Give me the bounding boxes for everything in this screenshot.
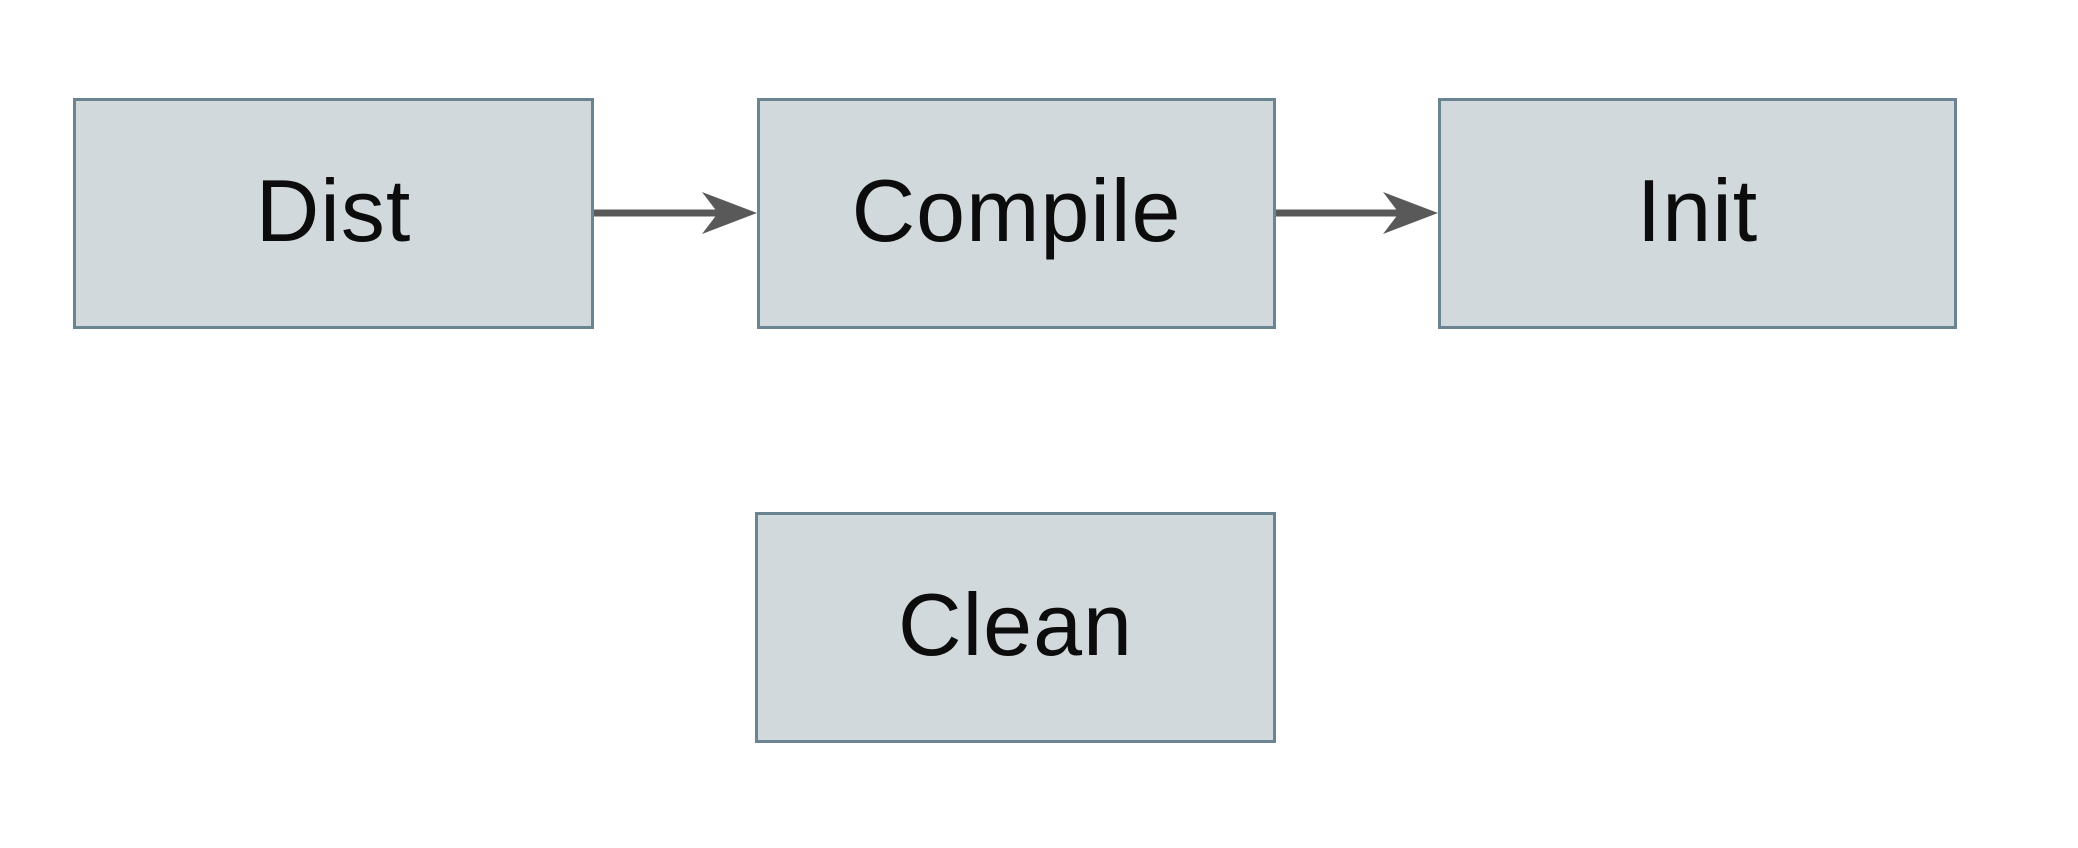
node-clean[interactable]: Clean: [755, 512, 1276, 743]
node-dist[interactable]: Dist: [73, 98, 594, 329]
node-clean-label: Clean: [898, 574, 1133, 674]
arrow-dist-to-compile-icon: [594, 192, 757, 234]
node-compile[interactable]: Compile: [757, 98, 1276, 329]
node-compile-label: Compile: [851, 160, 1182, 260]
node-dist-label: Dist: [255, 160, 412, 260]
node-init[interactable]: Init: [1438, 98, 1957, 329]
node-init-label: Init: [1636, 160, 1759, 260]
arrow-compile-to-init-icon: [1276, 192, 1438, 234]
